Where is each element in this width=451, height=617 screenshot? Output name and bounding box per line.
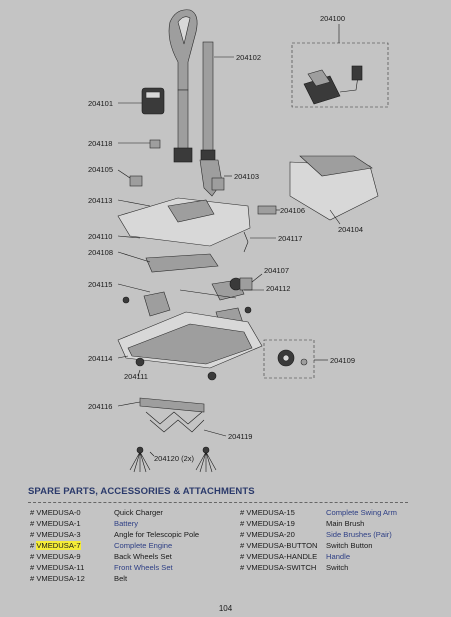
- callout-204109: 204109: [330, 356, 355, 365]
- page-number: 104: [218, 604, 233, 613]
- part-description: Belt: [114, 574, 128, 583]
- side-brushes-part: [129, 446, 217, 473]
- callout-204104: 204104: [338, 225, 363, 234]
- callout-204110: 204110: [88, 232, 112, 241]
- part-row: # VMEDUSA-3 Angle for Telescopic Pole: [30, 529, 240, 540]
- main-brush-part: [139, 397, 205, 433]
- part-description: Front Wheels Set: [114, 563, 173, 572]
- dust-tray-part: [289, 155, 379, 221]
- callout-204118: 204118: [88, 139, 112, 148]
- part-row: # VMEDUSA-7 Complete Engine: [30, 540, 240, 551]
- callout-204105: 204105: [88, 165, 113, 174]
- callout-204103: 204103: [234, 172, 259, 181]
- callout-204117: 204117: [278, 234, 302, 243]
- part-description: Main Brush: [326, 519, 365, 528]
- part-row: # VMEDUSA-9 Back Wheels Set: [30, 551, 240, 562]
- part-code: # VMEDUSA-11: [30, 563, 85, 572]
- callout-204107: 204107: [264, 266, 289, 275]
- handle-part: [168, 9, 198, 163]
- telescopic-pole-part: [199, 41, 223, 197]
- part-description: Battery: [114, 519, 139, 528]
- part-code: # VMEDUSA-7: [30, 540, 81, 551]
- top-cover-part: [117, 197, 251, 247]
- callout-204116: 204116: [88, 402, 112, 411]
- callout-204101: 204101: [88, 99, 113, 108]
- charger-part: [291, 42, 389, 108]
- small-fittings: [129, 139, 277, 253]
- callout-204100: 204100: [320, 14, 345, 23]
- part-code: # VMEDUSA-19: [240, 519, 295, 528]
- chassis-part: [117, 311, 263, 381]
- part-description: Complete Engine: [114, 541, 173, 550]
- part-description: Switch: [326, 563, 349, 572]
- battery-part: [141, 87, 165, 115]
- part-code: # VMEDUSA-9: [30, 552, 81, 561]
- part-description: Angle for Telescopic Pole: [114, 530, 200, 539]
- callout-204113: 204113: [88, 196, 112, 205]
- part-code: # VMEDUSA-15: [240, 508, 295, 517]
- part-code: # VMEDUSA-HANDLE: [240, 552, 318, 561]
- callout-204115: 204115: [88, 280, 112, 289]
- exploded-parts-diagram: 204100 204102 204101 204118 204105 20410…: [88, 9, 389, 473]
- part-row: # VMEDUSA-20 Side Brushes (Pair): [240, 529, 420, 540]
- highlighted-part-code: VMEDUSA-7: [36, 541, 81, 550]
- part-description: Switch Button: [326, 541, 373, 550]
- part-code: # VMEDUSA-20: [240, 530, 295, 539]
- part-description: Quick Charger: [114, 508, 163, 517]
- part-description: Side Brushes (Pair): [326, 530, 392, 539]
- callout-204102: 204102: [236, 53, 261, 62]
- callout-204111: 204111: [124, 372, 148, 381]
- part-code: # VMEDUSA-12: [30, 574, 85, 583]
- callout-204106: 204106: [280, 206, 305, 215]
- leader-lines: [117, 24, 341, 457]
- part-row: # VMEDUSA-HANDLE Handle: [240, 551, 420, 562]
- part-code: # VMEDUSA-0: [30, 508, 81, 517]
- motor-part: [179, 277, 253, 299]
- part-code: # VMEDUSA-BUTTON: [240, 541, 318, 550]
- parts-list-left: # VMEDUSA-0 Quick Charger # VMEDUSA-1 Batte…: [30, 507, 240, 584]
- callout-204119: 204119: [228, 432, 252, 441]
- callout-204112: 204112: [266, 284, 290, 293]
- section-divider: [28, 502, 408, 503]
- part-description: Back Wheels Set: [114, 552, 172, 561]
- part-row: # VMEDUSA-15 Complete Swing Arm: [240, 507, 420, 518]
- part-code: # VMEDUSA-SWITCH: [240, 563, 317, 572]
- part-code-prefix: #: [30, 541, 37, 550]
- part-row: # VMEDUSA-12 Belt: [30, 573, 240, 584]
- callout-204108: 204108: [88, 248, 113, 257]
- part-code: # VMEDUSA-3: [30, 530, 81, 539]
- part-row: # VMEDUSA-11 Front Wheels Set: [30, 562, 240, 573]
- part-code: # VMEDUSA-1: [30, 519, 81, 528]
- callout-204120: 204120 (2x): [154, 454, 195, 463]
- callout-204114: 204114: [88, 354, 112, 363]
- part-row: # VMEDUSA-SWITCH Switch: [240, 562, 420, 573]
- part-row: # VMEDUSA-BUTTON Switch Button: [240, 540, 420, 551]
- rear-wheel-part: [263, 339, 315, 379]
- part-row: # VMEDUSA-19 Main Brush: [240, 518, 420, 529]
- section-title: SPARE PARTS, ACCESSORIES & ATTACHMENTS: [28, 486, 255, 497]
- part-description: Handle: [326, 552, 351, 561]
- part-row: # VMEDUSA-1 Battery: [30, 518, 240, 529]
- part-description: Complete Swing Arm: [326, 508, 397, 517]
- part-row: # VMEDUSA-0 Quick Charger: [30, 507, 240, 518]
